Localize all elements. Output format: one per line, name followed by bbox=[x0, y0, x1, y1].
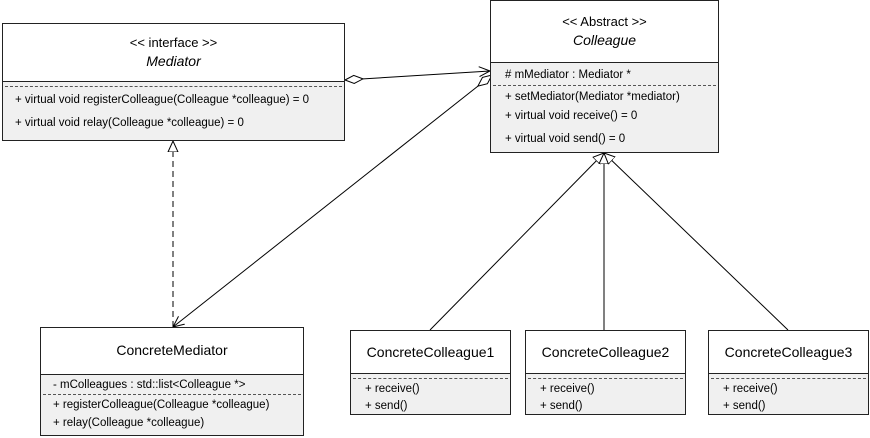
method: + send() bbox=[723, 400, 766, 412]
class-header: ConcreteColleague1 bbox=[351, 331, 510, 373]
class-body: + virtual void registerColleague(Colleag… bbox=[3, 81, 344, 140]
method: + virtual void send() = 0 bbox=[505, 133, 626, 145]
class-header: ConcreteMediator bbox=[41, 328, 303, 374]
method: + receive() bbox=[365, 383, 420, 395]
class-header: << interface >> Mediator bbox=[3, 24, 344, 81]
method: + virtual void registerColleague(Colleag… bbox=[15, 94, 310, 106]
method: + receive() bbox=[723, 383, 778, 395]
class-colleague[interactable]: << Abstract >> Colleague # mMediator : M… bbox=[490, 0, 719, 153]
member-separator bbox=[493, 85, 716, 86]
method: + virtual void relay(Colleague *colleagu… bbox=[15, 117, 244, 129]
class-body: + receive() + send() bbox=[526, 373, 685, 414]
member-separator bbox=[711, 378, 866, 379]
method: + receive() bbox=[540, 383, 595, 395]
class-name: ConcreteColleague1 bbox=[366, 344, 495, 360]
class-name: ConcreteMediator bbox=[116, 342, 228, 358]
generalization-colleague1 bbox=[429, 153, 604, 331]
generalization-colleague3 bbox=[604, 153, 789, 331]
method: + setMediator(Mediator *mediator) bbox=[505, 91, 680, 103]
method: + registerColleague(Colleague *colleague… bbox=[53, 399, 270, 411]
class-name: Mediator bbox=[146, 53, 201, 69]
class-name: ConcreteColleague3 bbox=[724, 344, 853, 360]
member-separator bbox=[5, 86, 342, 87]
class-header: << Abstract >> Colleague bbox=[491, 1, 718, 62]
class-header: ConcreteColleague3 bbox=[709, 331, 868, 373]
method: + send() bbox=[540, 400, 583, 412]
aggregation-colleague-to-concretemediator bbox=[173, 75, 492, 327]
class-mediator[interactable]: << interface >> Mediator + virtual void … bbox=[2, 23, 345, 141]
attribute: - mColleagues : std::list<Colleague *> bbox=[53, 379, 246, 391]
aggregation-mediator-to-colleague bbox=[345, 71, 490, 80]
method: + virtual void receive() = 0 bbox=[505, 110, 638, 122]
member-separator bbox=[43, 394, 301, 395]
class-body: # mMediator : Mediator * + setMediator(M… bbox=[491, 62, 718, 152]
class-body: + receive() + send() bbox=[709, 373, 868, 414]
stereotype-label: << interface >> bbox=[129, 35, 218, 50]
class-header: ConcreteColleague2 bbox=[526, 331, 685, 373]
class-body: + receive() + send() bbox=[351, 373, 510, 414]
stereotype-label: << Abstract >> bbox=[562, 14, 647, 29]
class-concrete-mediator[interactable]: ConcreteMediator - mColleagues : std::li… bbox=[40, 327, 304, 436]
class-name: ConcreteColleague2 bbox=[541, 344, 670, 360]
class-concrete-colleague-2[interactable]: ConcreteColleague2 + receive() + send() bbox=[525, 330, 686, 415]
class-name: Colleague bbox=[572, 32, 637, 48]
class-body: - mColleagues : std::list<Colleague *> +… bbox=[41, 374, 303, 435]
method: + relay(Colleague *colleague) bbox=[53, 417, 205, 429]
class-concrete-colleague-3[interactable]: ConcreteColleague3 + receive() + send() bbox=[708, 330, 869, 415]
attribute: # mMediator : Mediator * bbox=[505, 69, 631, 81]
member-separator bbox=[528, 378, 683, 379]
member-separator bbox=[353, 378, 508, 379]
class-concrete-colleague-1[interactable]: ConcreteColleague1 + receive() + send() bbox=[350, 330, 511, 415]
method: + send() bbox=[365, 400, 408, 412]
